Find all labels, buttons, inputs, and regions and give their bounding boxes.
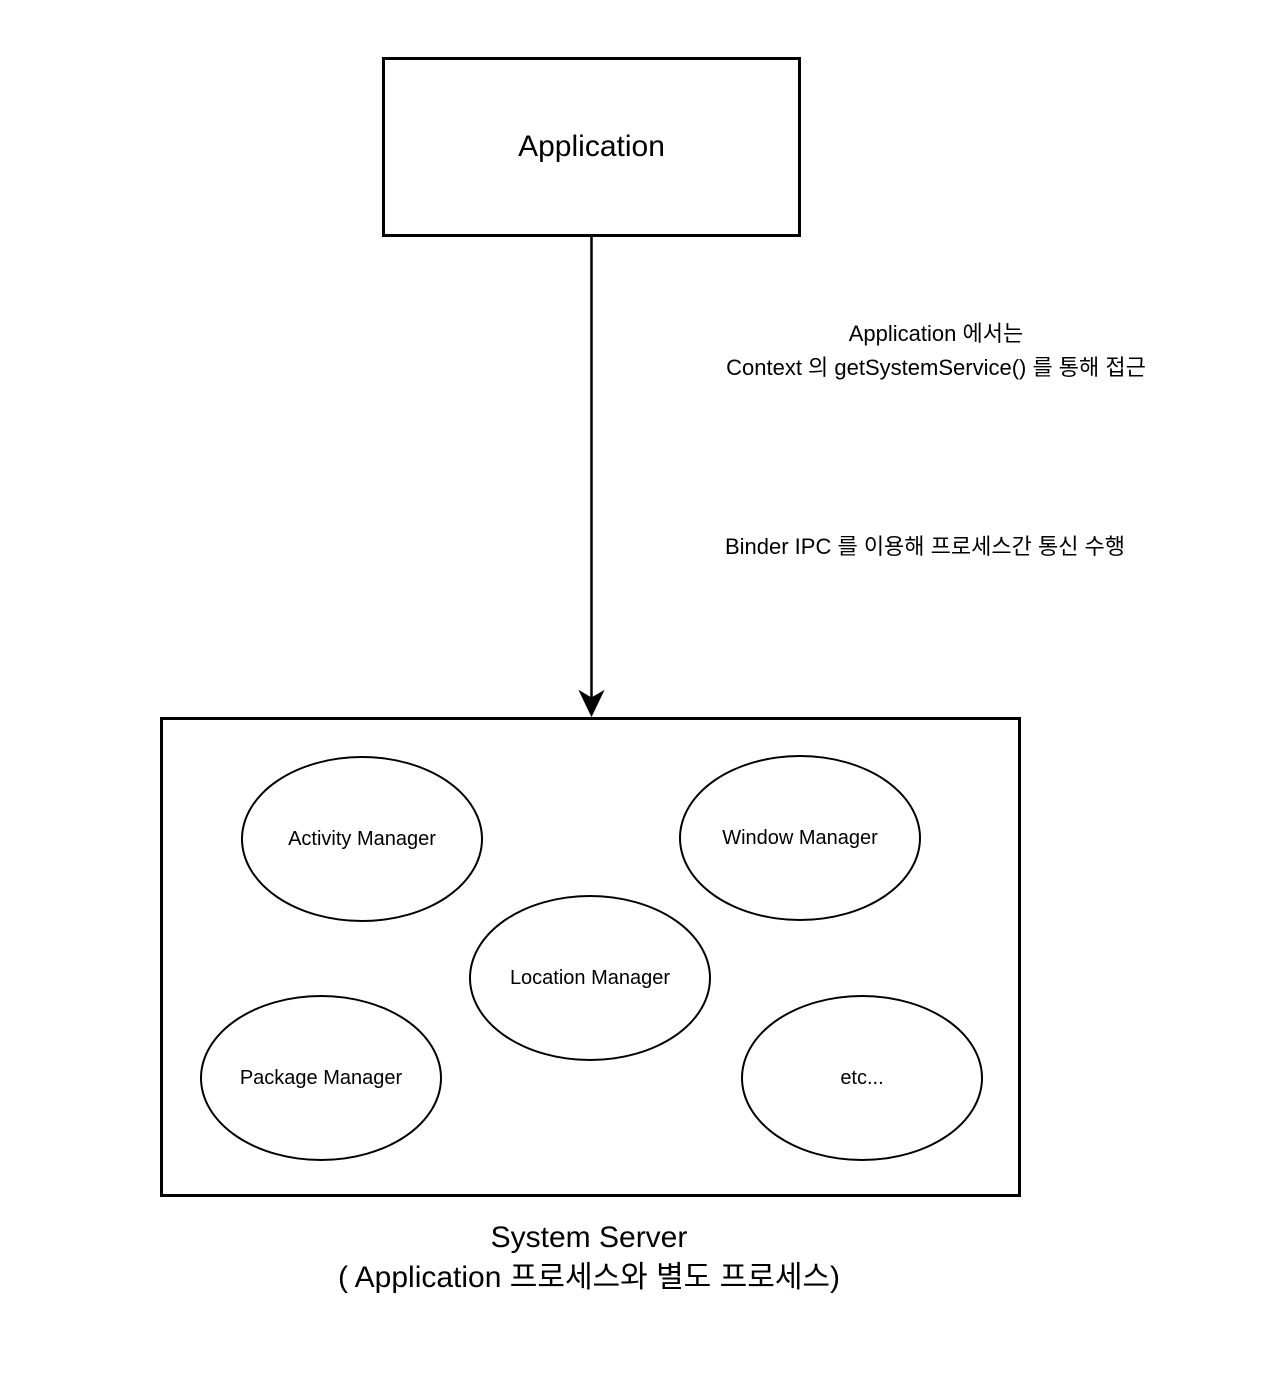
service-ellipse-package-manager: Package Manager: [200, 995, 442, 1161]
application-box: Application: [382, 57, 801, 237]
service-ellipse-etc: etc...: [741, 995, 983, 1161]
service-label-etc: etc...: [840, 1067, 884, 1089]
annotation-binder-ipc-text: Binder IPC 를 이용해 프로세스간 통신 수행: [724, 534, 1126, 559]
service-ellipse-location-manager: Location Manager: [469, 895, 711, 1061]
service-label-window-manager: Window Manager: [722, 827, 878, 849]
system-server-caption-line2: ( Application 프로세스와 별도 프로세스): [337, 1261, 841, 1294]
system-server-caption-line1: System Server: [490, 1221, 688, 1254]
service-label-location-manager: Location Manager: [509, 967, 671, 989]
annotation-getsystemservice-line2: Context 의 getSystemService() 를 통해 접근: [726, 355, 1146, 380]
system-server-caption: System Server ( Application 프로세스와 별도 프로세…: [338, 1218, 840, 1298]
service-ellipse-window-manager: Window Manager: [679, 755, 921, 921]
service-ellipse-activity-manager: Activity Manager: [241, 756, 483, 922]
annotation-getsystemservice: Application 에서는 Context 의 getSystemServi…: [726, 317, 1146, 385]
service-label-package-manager: Package Manager: [239, 1067, 403, 1089]
annotation-binder-ipc: Binder IPC 를 이용해 프로세스간 통신 수행: [725, 530, 1125, 564]
annotation-getsystemservice-line1: Application 에서는: [848, 321, 1024, 346]
service-label-activity-manager: Activity Manager: [288, 828, 436, 850]
arrow-head: [578, 689, 605, 718]
application-box-label: Application: [518, 130, 665, 163]
